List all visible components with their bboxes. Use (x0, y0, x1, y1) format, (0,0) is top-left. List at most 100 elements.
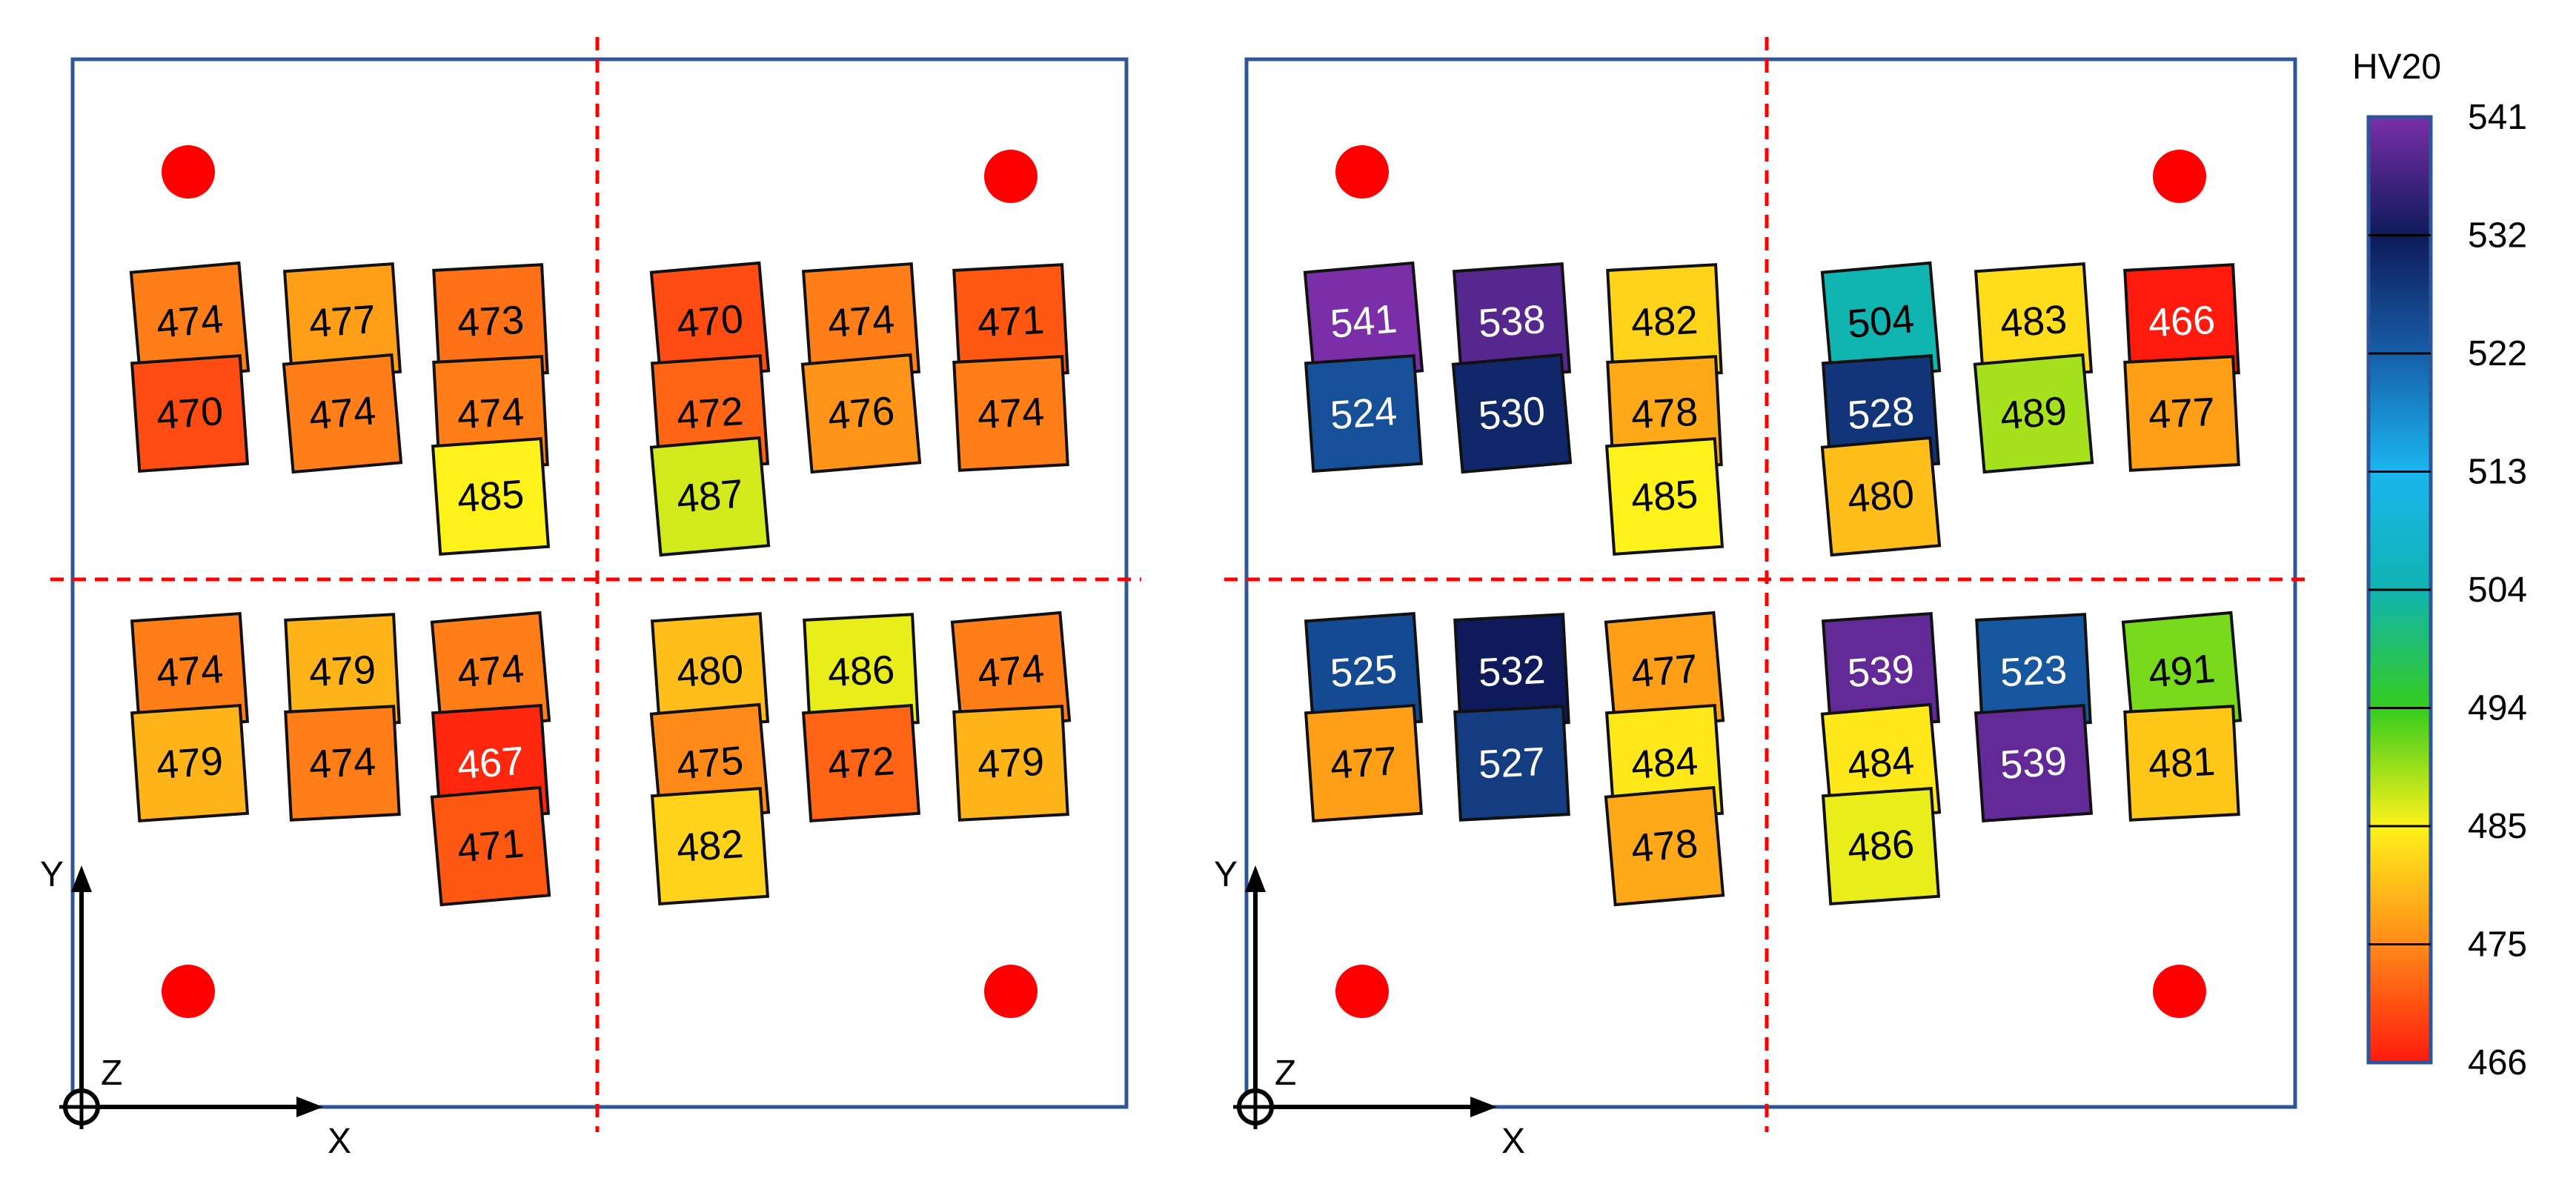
hardness-cell-square (130, 703, 250, 823)
reference-marker (2153, 150, 2206, 203)
hardness-cell-label: 504 (1846, 296, 1916, 347)
hardness-cell-label: 482 (1630, 298, 1699, 346)
hardness-cell-square (649, 436, 771, 557)
hardness-cell: 474 (952, 355, 1069, 472)
z-axis-label: Z (101, 1054, 122, 1093)
colorbar-tick-label: 504 (2468, 571, 2527, 610)
hardness-cell: 539 (1974, 703, 2094, 823)
y-axis-label: Y (40, 855, 64, 894)
hardness-cell: 470 (130, 353, 250, 473)
hardness-cell-square (1453, 705, 1570, 822)
hardness-cell: 523 (1975, 613, 2092, 730)
hardness-cell-label: 483 (1999, 297, 2068, 346)
x-arrowhead (296, 1097, 323, 1117)
hardness-cell-label: 484 (1846, 738, 1916, 788)
hardness-cell: 532 (1453, 613, 1570, 730)
hardness-cell-square (282, 353, 403, 474)
panel-frame (70, 57, 1129, 1109)
hardness-cell: 474 (129, 261, 250, 382)
hardness-cell-label: 524 (1329, 389, 1398, 438)
hardness-cell-label: 539 (1846, 647, 1916, 696)
hardness-cell-square (1821, 786, 1941, 906)
hardness-cell-square (1973, 353, 2094, 474)
hardness-cell-square (1974, 703, 2094, 823)
hardness-cell-square (952, 705, 1069, 822)
hardness-cell: 477 (1604, 611, 1725, 732)
hardness-cell: 530 (1451, 353, 1573, 474)
hardness-cell-label: 484 (1630, 739, 1699, 788)
hardness-cell-square (1820, 436, 1942, 557)
hardness-cell-label: 474 (155, 296, 225, 347)
hardness-cell-label: 528 (1846, 389, 1916, 438)
hardness-cell: 474 (801, 262, 921, 382)
hardness-cell-label: 530 (1477, 388, 1547, 439)
hardness-cell: 474 (284, 705, 401, 822)
hardness-cell: 489 (1973, 353, 2094, 474)
hardness-cell-label: 474 (976, 646, 1046, 696)
hardness-cell-label: 477 (308, 297, 377, 346)
hardness-cell: 483 (1974, 262, 2094, 382)
hardness-cell-square (130, 353, 250, 473)
hardness-cell-label: 477 (1329, 739, 1398, 788)
hardness-cell-square (2123, 355, 2240, 472)
hardness-cell-square (1451, 353, 1573, 474)
hardness-cell-label: 474 (826, 297, 896, 346)
hardness-cell-label: 475 (675, 738, 746, 788)
hardness-cell: 473 (432, 263, 549, 380)
hardness-cell-label: 523 (1999, 648, 2068, 696)
coordinate-axes: Y X Z (40, 855, 351, 1161)
hardness-cell: 482 (1606, 263, 1723, 380)
hardness-cell-square (1304, 703, 1424, 823)
hardness-cell-square (284, 705, 401, 822)
x-axis-label: X (1501, 1122, 1525, 1161)
hardness-cell-label: 485 (456, 472, 525, 521)
hardness-cell: 474 (282, 353, 403, 474)
hardness-cell: 481 (2123, 705, 2240, 822)
hardness-cell-label: 474 (456, 646, 526, 696)
reference-marker (162, 965, 215, 1018)
hardness-cell-label: 478 (1630, 821, 1700, 871)
hardness-cell-square (1304, 353, 1424, 473)
hardness-cell: 524 (1304, 353, 1424, 473)
hardness-cell: 486 (803, 613, 920, 730)
hardness-cell-square (2123, 705, 2240, 822)
hardness-cell: 479 (284, 613, 401, 730)
hardness-cell-label: 467 (456, 739, 525, 788)
hardness-cell-label: 541 (1329, 296, 1399, 347)
hardness-cell: 479 (952, 705, 1069, 822)
hardness-cell-label: 486 (1846, 822, 1916, 871)
hardness-cell: 478 (1604, 785, 1725, 907)
reference-marker (984, 150, 1038, 203)
hardness-cell-label: 473 (456, 298, 525, 346)
x-arrowhead (1470, 1097, 1497, 1117)
hardness-cell: 479 (130, 703, 250, 823)
colorbar-tick-label: 494 (2468, 689, 2527, 728)
hardness-cell-label: 470 (155, 389, 225, 438)
hardness-cell-label: 477 (1630, 646, 1700, 696)
hardness-cell-label: 479 (976, 739, 1045, 788)
colorbar-tick-label: 522 (2468, 334, 2527, 373)
hardness-cell-label: 481 (2147, 739, 2216, 788)
hardness-cell-label: 487 (675, 471, 746, 522)
panel-frame (1244, 57, 2297, 1109)
hardness-cell: 487 (649, 436, 771, 557)
hardness-cell-label: 477 (2147, 390, 2216, 438)
hardness-cell: 491 (2121, 611, 2243, 732)
colorbar-tick-label: 466 (2468, 1043, 2527, 1082)
hardness-cell-label: 480 (1846, 471, 1916, 522)
hardness-cell-square (431, 436, 551, 556)
z-axis-label: Z (1275, 1054, 1296, 1093)
hardness-cell-label: 479 (155, 739, 225, 788)
hardness-cell: 474 (430, 611, 551, 732)
hardness-cell-label: 474 (976, 390, 1045, 438)
hardness-cell-label: 485 (1630, 472, 1699, 521)
hardness-cell-square (801, 703, 921, 823)
reference-marker (984, 965, 1038, 1018)
colorbar-tick-label: 532 (2468, 216, 2527, 256)
x-axis-label: X (328, 1122, 351, 1161)
hardness-cell-label: 491 (2147, 646, 2217, 696)
hardness-cell-square (952, 355, 1069, 472)
